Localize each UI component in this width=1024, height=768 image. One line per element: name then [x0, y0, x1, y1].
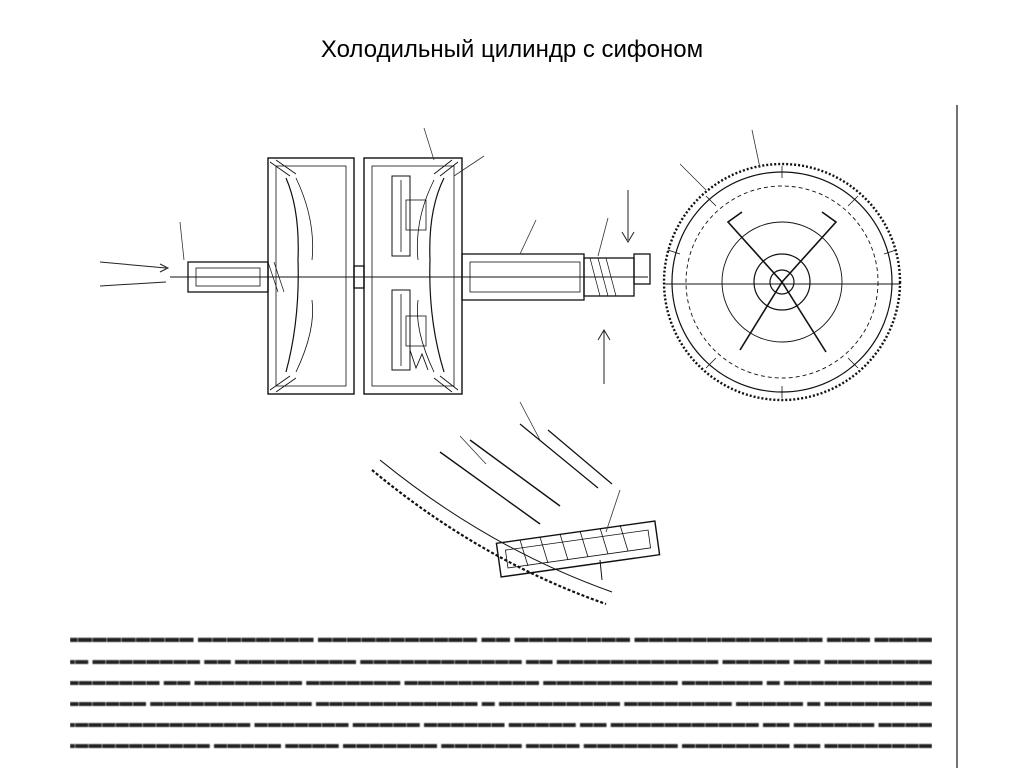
caption-line: ▬▬▬▬ ▬▬▬▬▬▬ ▬▬ ▬▬▬▬▬▬▬▬▬▬▬ ▬▬ ▬▬▬▬▬ ▬▬▬▬… — [70, 715, 932, 730]
caption-line: ▬▬▬▬▬▬▬▬ ▬▬ ▬▬▬▬▬ ▬▬▬▬▬▬▬▬▬▬▬▬ ▬▬ ▬▬▬▬▬▬… — [70, 652, 932, 667]
leader-lines — [179, 127, 761, 533]
caption-line: ▬▬▬▬▬▬▬▬ ▬ ▬▬▬▬▬ ▬▬▬▬▬▬▬▬ ▬▬▬▬▬▬▬▬▬ ▬ ▬▬… — [70, 694, 932, 709]
slide-title: Холодильный цилиндр с сифоном — [320, 36, 704, 63]
inlet-arrows — [99, 261, 170, 287]
caption-line: ▬▬▬▬▬▬▬▬▬▬▬ ▬ ▬▬▬▬▬▬ ▬▬▬▬▬▬▬▬▬▬ ▬▬▬▬▬▬▬▬… — [70, 673, 932, 688]
caption-line: ▬▬▬▬ ▬▬▬ ▬▬▬▬▬▬▬▬▬▬▬▬▬ ▬▬▬▬▬▬▬▬ ▬▬ ▬▬▬▬▬… — [70, 631, 932, 646]
flow-arrows-right — [597, 190, 635, 384]
cylinder-side-section — [267, 157, 463, 395]
siphon-detail-view — [371, 423, 661, 606]
cylinder-end-view — [662, 162, 902, 402]
caption-line: ▬▬▬▬▬▬▬▬ ▬▬ ▬▬▬▬▬▬▬▬ ▬▬▬▬▬▬▬ ▬▬▬▬ ▬▬▬▬▬▬… — [70, 736, 932, 751]
shaft — [170, 253, 651, 301]
scanned-figure-caption: ▬▬▬▬ ▬▬▬ ▬▬▬▬▬▬▬▬▬▬▬▬▬ ▬▬▬▬▬▬▬▬ ▬▬ ▬▬▬▬▬… — [70, 628, 932, 760]
